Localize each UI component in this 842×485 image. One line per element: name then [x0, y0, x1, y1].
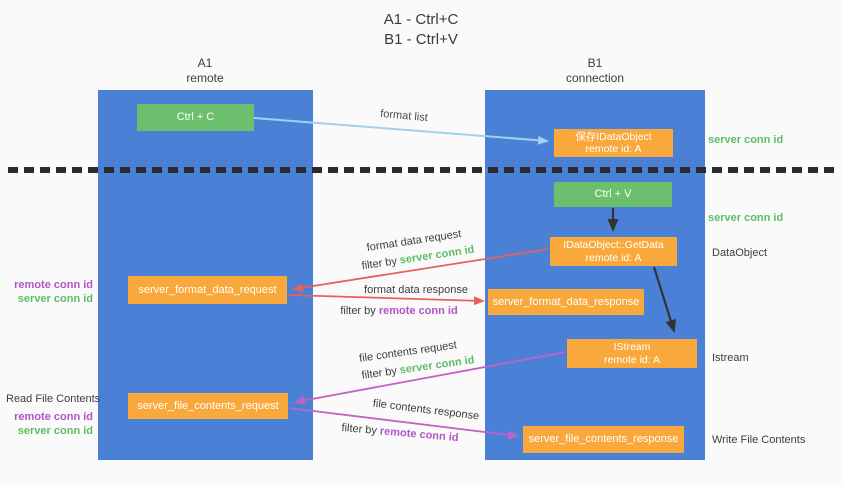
title-line-1: A1 - Ctrl+C — [383, 11, 459, 28]
dataobject-label: DataObject — [712, 247, 768, 259]
filter-by-remote-conn-id-label-1: filter by remote conn id — [340, 305, 457, 317]
remote-conn-id-label-1: remote conn id — [14, 279, 93, 291]
istream-side-label: Istream — [712, 352, 749, 364]
filter-by-text: filter by — [360, 365, 398, 382]
filter-by-text: filter by — [341, 421, 378, 437]
server-format-data-response-node: server_format_data_response — [488, 289, 644, 315]
server-conn-id-label-top: server conn id — [708, 134, 784, 146]
left-conn-id-pair-top: remote conn id server conn id — [0, 278, 93, 306]
save-idataobject-line1: 保存IDataObject — [575, 130, 652, 143]
server-conn-id-label-1: server conn id — [17, 293, 93, 305]
write-file-contents-label: Write File Contents — [712, 434, 806, 446]
title-line-2: B1 - Ctrl+V — [384, 31, 458, 48]
idataobject-getdata-node: IDataObject::GetData remote id: A — [550, 237, 677, 266]
filter-by-text: filter by — [340, 305, 376, 317]
ctrl-v-node: Ctrl + V — [554, 182, 672, 207]
server-file-contents-request-label: server_file_contents_request — [137, 399, 279, 412]
save-idataobject-line2: remote id: A — [585, 143, 642, 155]
remote-conn-id-label-2: remote conn id — [14, 411, 93, 423]
ctrl-c-label: Ctrl + C — [176, 111, 215, 123]
diagram-title: A1 - Ctrl+C B1 - Ctrl+V — [0, 10, 842, 50]
format-list-label: format list — [379, 107, 429, 125]
column-b1-name: B1 — [587, 56, 603, 70]
istream-node: IStream remote id: A — [567, 339, 697, 368]
column-b1-subtitle: connection — [565, 71, 625, 85]
left-conn-id-pair-bottom: remote conn id server conn id — [0, 410, 93, 438]
ctrl-c-node: Ctrl + C — [137, 104, 254, 131]
column-header-b1: B1 connection — [525, 56, 665, 86]
read-file-contents-label: Read File Contents — [6, 393, 101, 405]
file-contents-response-label: file contents response — [372, 397, 480, 423]
server-file-contents-request-node: server_file_contents_request — [128, 393, 288, 419]
server-format-data-response-label: server_format_data_response — [492, 295, 640, 308]
column-header-a1: A1 remote — [135, 56, 275, 86]
filter-by-remote-conn-id-label-2: filter by remote conn id — [341, 422, 459, 444]
remote-conn-id-text: remote conn id — [379, 425, 459, 445]
save-idataobject-node: 保存IDataObject remote id: A — [554, 129, 673, 157]
session-separator-line — [8, 167, 834, 173]
remote-conn-id-text: remote conn id — [378, 305, 458, 317]
getdata-line1: IDataObject::GetData — [563, 239, 664, 251]
istream-line1: IStream — [613, 341, 651, 353]
getdata-line2: remote id: A — [585, 251, 642, 264]
filter-by-text: filter by — [360, 255, 398, 273]
server-conn-id-label-2: server conn id — [17, 425, 93, 437]
column-a1-subtitle: remote — [186, 71, 224, 85]
server-conn-id-label-mid: server conn id — [708, 212, 784, 224]
istream-line2: remote id: A — [603, 353, 661, 366]
server-file-contents-response-label: server_file_contents_response — [528, 433, 679, 445]
server-file-contents-response-node: server_file_contents_response — [523, 426, 684, 453]
server-format-data-request-label: server_format_data_request — [138, 283, 277, 296]
server-format-data-request-node: server_format_data_request — [128, 276, 287, 304]
column-a1-name: A1 — [197, 56, 213, 70]
format-data-response-label: format data response — [364, 284, 468, 296]
ctrl-v-label: Ctrl + V — [594, 188, 632, 200]
